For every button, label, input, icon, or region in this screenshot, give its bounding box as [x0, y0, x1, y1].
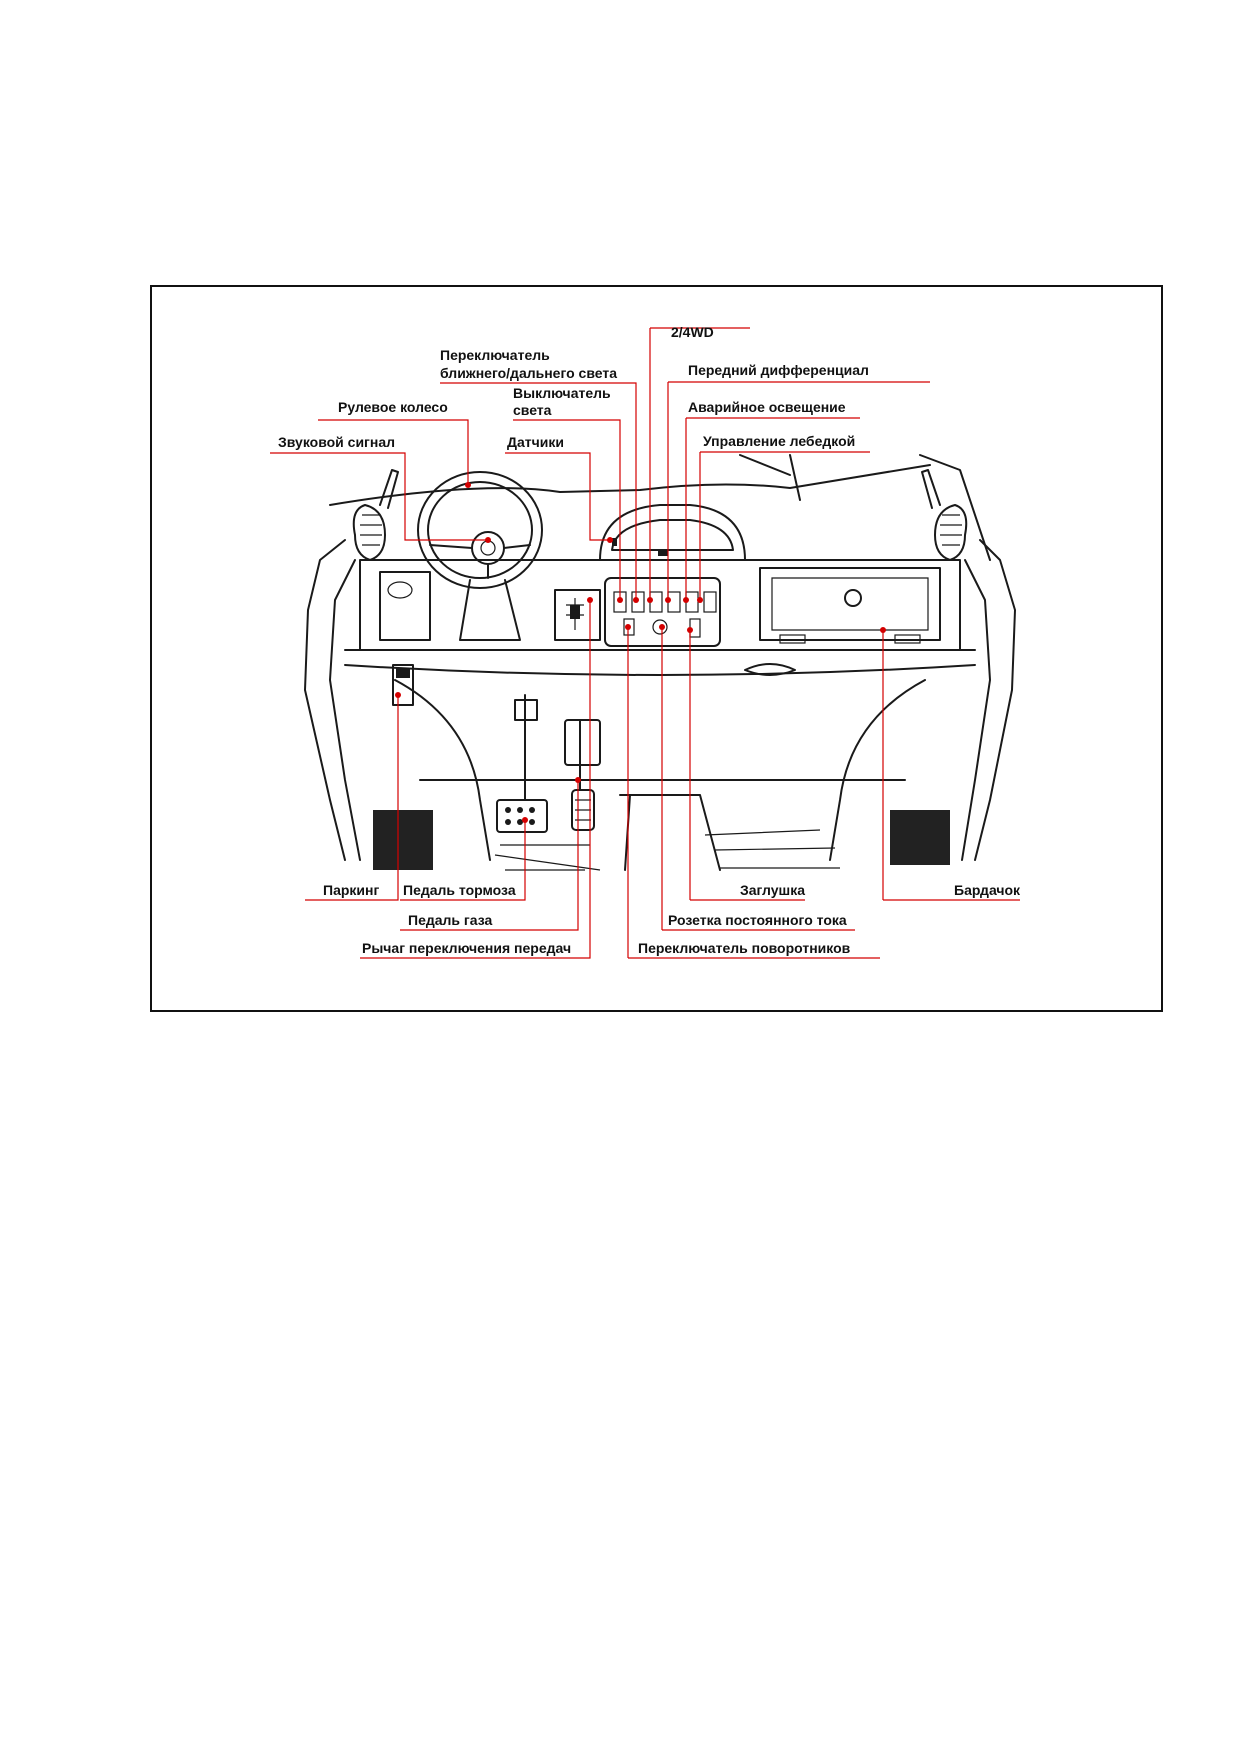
label-beam-switch-line2: ближнего/дальнего света	[440, 365, 617, 381]
label-hazard-lights: Аварийное освещение	[688, 399, 846, 415]
brake-pedal	[496, 694, 548, 833]
parking-handle	[392, 664, 414, 706]
body-right-side	[974, 539, 1016, 861]
label-beam-switch-line1: Переключатель	[440, 347, 550, 363]
right-floor-grille	[890, 810, 950, 865]
label-parking: Паркинг	[323, 882, 379, 898]
label-winch-control: Управление лебедкой	[703, 433, 855, 449]
gauge-cluster	[599, 504, 746, 561]
label-steering-wheel: Рулевое колесо	[338, 399, 448, 415]
cup-holder	[379, 571, 431, 641]
label-light-switch-line2: света	[513, 402, 552, 418]
label-light-switch-line1: Выключатель	[513, 385, 611, 401]
label-gear-shifter: Рычаг переключения передач	[362, 940, 571, 956]
vehicle-drawing	[304, 454, 1016, 871]
label-throttle-pedal: Педаль газа	[408, 912, 492, 928]
glove-box	[759, 567, 941, 644]
right-mirror	[934, 504, 968, 561]
left-floor-grille	[373, 810, 433, 870]
gear-shifter-plate	[554, 589, 601, 641]
throttle-pedal	[564, 719, 601, 831]
label-plug: Заглушка	[740, 882, 805, 898]
label-turn-signal-switch: Переключатель поворотников	[638, 940, 851, 956]
dashboard-panel	[359, 559, 961, 651]
left-mirror	[352, 504, 386, 561]
callout-labels: 2/4WD Переключатель ближнего/дальнего св…	[278, 324, 1021, 956]
label-brake-pedal: Педаль тормоза	[403, 882, 516, 898]
body-left-side	[304, 539, 346, 861]
figure-frame	[150, 285, 1163, 1012]
label-glovebox: Бардачок	[954, 882, 1021, 898]
label-horn: Звуковой сигнал	[278, 434, 395, 450]
leader-lines	[270, 327, 1020, 959]
label-dc-socket: Розетка постоянного тока	[668, 912, 847, 928]
label-gauges: Датчики	[507, 434, 564, 450]
label-front-differential: Передний дифференциал	[688, 362, 869, 378]
steering-wheel	[417, 471, 543, 641]
label-2-4wd: 2/4WD	[671, 324, 714, 340]
